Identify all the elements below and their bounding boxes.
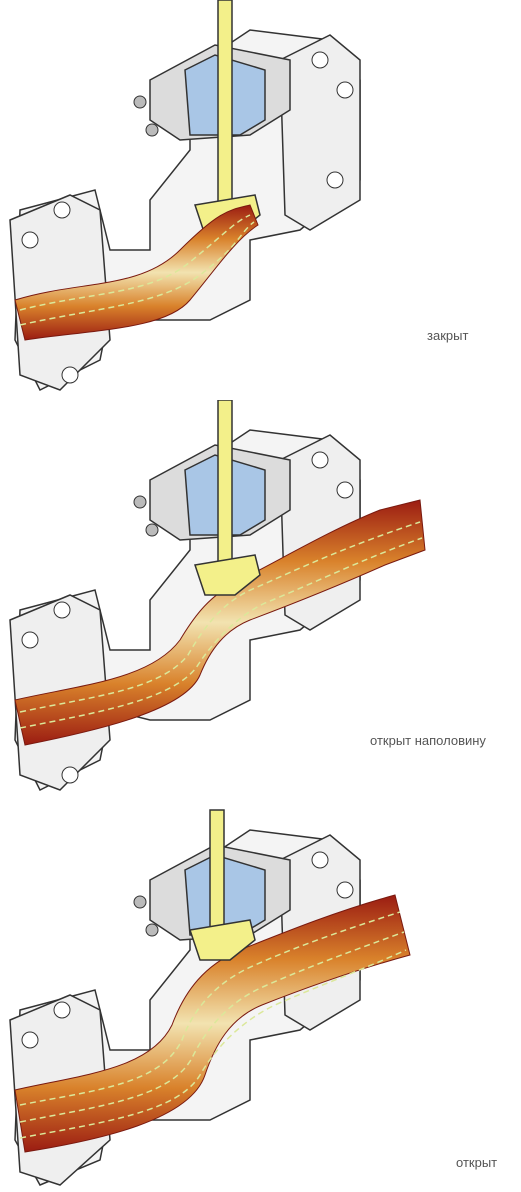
- valve-panel-closed: закрыт: [0, 0, 521, 400]
- valve-stem: [218, 0, 232, 210]
- bolt-hole: [22, 232, 38, 248]
- bolt-hole: [54, 202, 70, 218]
- bolt-hole: [54, 1002, 70, 1018]
- valve-stem: [210, 810, 224, 940]
- state-label: закрыт: [427, 328, 468, 343]
- state-label: открыт: [456, 1155, 497, 1170]
- bonnet-bolt: [146, 124, 158, 136]
- state-label: открыт наполовину: [370, 733, 486, 748]
- bolt-hole: [312, 52, 328, 68]
- bolt-hole: [327, 172, 343, 188]
- bonnet-bolt: [134, 496, 146, 508]
- bolt-hole: [54, 602, 70, 618]
- bolt-hole: [22, 632, 38, 648]
- bolt-hole: [312, 852, 328, 868]
- bonnet-bolt: [146, 924, 158, 936]
- bolt-hole: [62, 767, 78, 783]
- valve-panel-half-open: открыт наполовину: [0, 400, 521, 800]
- bolt-hole: [337, 482, 353, 498]
- bonnet-bolt: [146, 524, 158, 536]
- bolt-hole: [312, 452, 328, 468]
- valve-stem: [218, 400, 232, 570]
- bolt-hole: [22, 1032, 38, 1048]
- bonnet-bolt: [134, 896, 146, 908]
- bonnet-section: [185, 855, 265, 935]
- bolt-hole: [62, 367, 78, 383]
- bolt-hole: [337, 82, 353, 98]
- bonnet-bolt: [134, 96, 146, 108]
- valve-open-illustration: [0, 800, 521, 1192]
- valve-panel-open: открыт: [0, 800, 521, 1192]
- bolt-hole: [337, 882, 353, 898]
